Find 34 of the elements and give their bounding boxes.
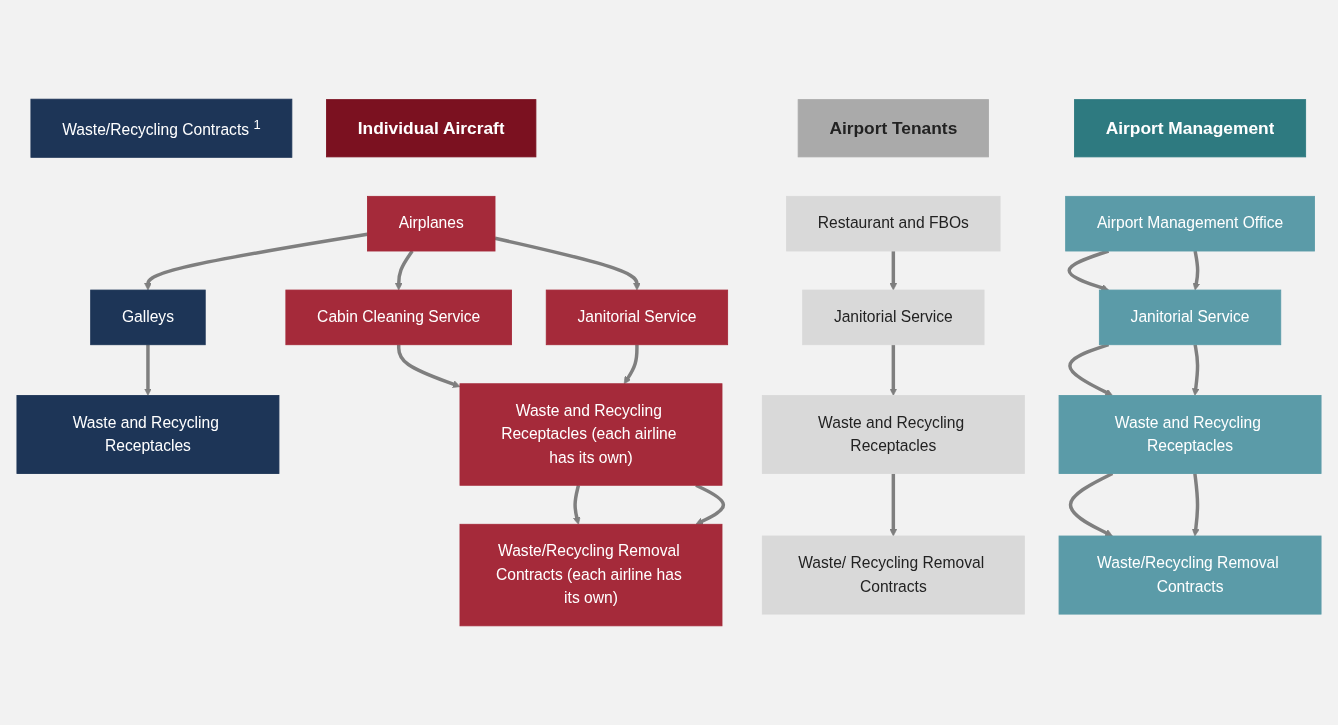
- arrow: [144, 344, 152, 396]
- node-box: Individual Aircraft: [326, 99, 537, 158]
- node-box: Waste/Recycling Contracts $^{1}$: [30, 98, 293, 158]
- arrow: [1191, 344, 1200, 396]
- node-box: Waste and Recycling Receptacles: [16, 395, 280, 474]
- arrow: [573, 484, 581, 525]
- arrow: [889, 251, 898, 291]
- node-box: Cabin Cleaning Service: [285, 289, 512, 346]
- node-box: Waste/Recycling Removal Contracts (each airline has its own): [459, 523, 723, 627]
- arrow: [1068, 343, 1113, 396]
- node-box: Airplanes: [367, 195, 496, 252]
- node-box: Janitorial Service: [802, 289, 985, 346]
- arrow: [396, 344, 461, 388]
- node-box: Waste/ Recycling Removal Contracts: [761, 535, 1025, 615]
- node-box: Waste and Recycling Receptacles: [1058, 395, 1322, 474]
- node-box: Janitorial Service: [1098, 289, 1282, 346]
- arrow: [889, 344, 898, 396]
- arrow: [144, 232, 368, 291]
- node-box: Janitorial Service: [545, 289, 729, 346]
- arrow: [889, 473, 898, 537]
- node-box: Restaurant and FBOs: [786, 195, 1001, 252]
- node-box: Waste and Recycling Receptacles: [761, 395, 1025, 474]
- node-box: Airport Tenants: [797, 99, 989, 158]
- arrow: [494, 236, 641, 291]
- node-box: Waste/Recycling Removal Contracts: [1058, 535, 1322, 615]
- arrow: [1192, 250, 1201, 291]
- arrow: [1068, 472, 1114, 537]
- node-box: Waste and Recycling Receptacles (each airline has its own): [459, 383, 723, 486]
- arrow: [1191, 473, 1200, 537]
- node-box: Galleys: [90, 289, 206, 346]
- node-box: Airport Management Office: [1065, 195, 1315, 252]
- node-box: Airport Management: [1074, 99, 1307, 158]
- arrow: [394, 250, 414, 291]
- arrow: [623, 344, 639, 385]
